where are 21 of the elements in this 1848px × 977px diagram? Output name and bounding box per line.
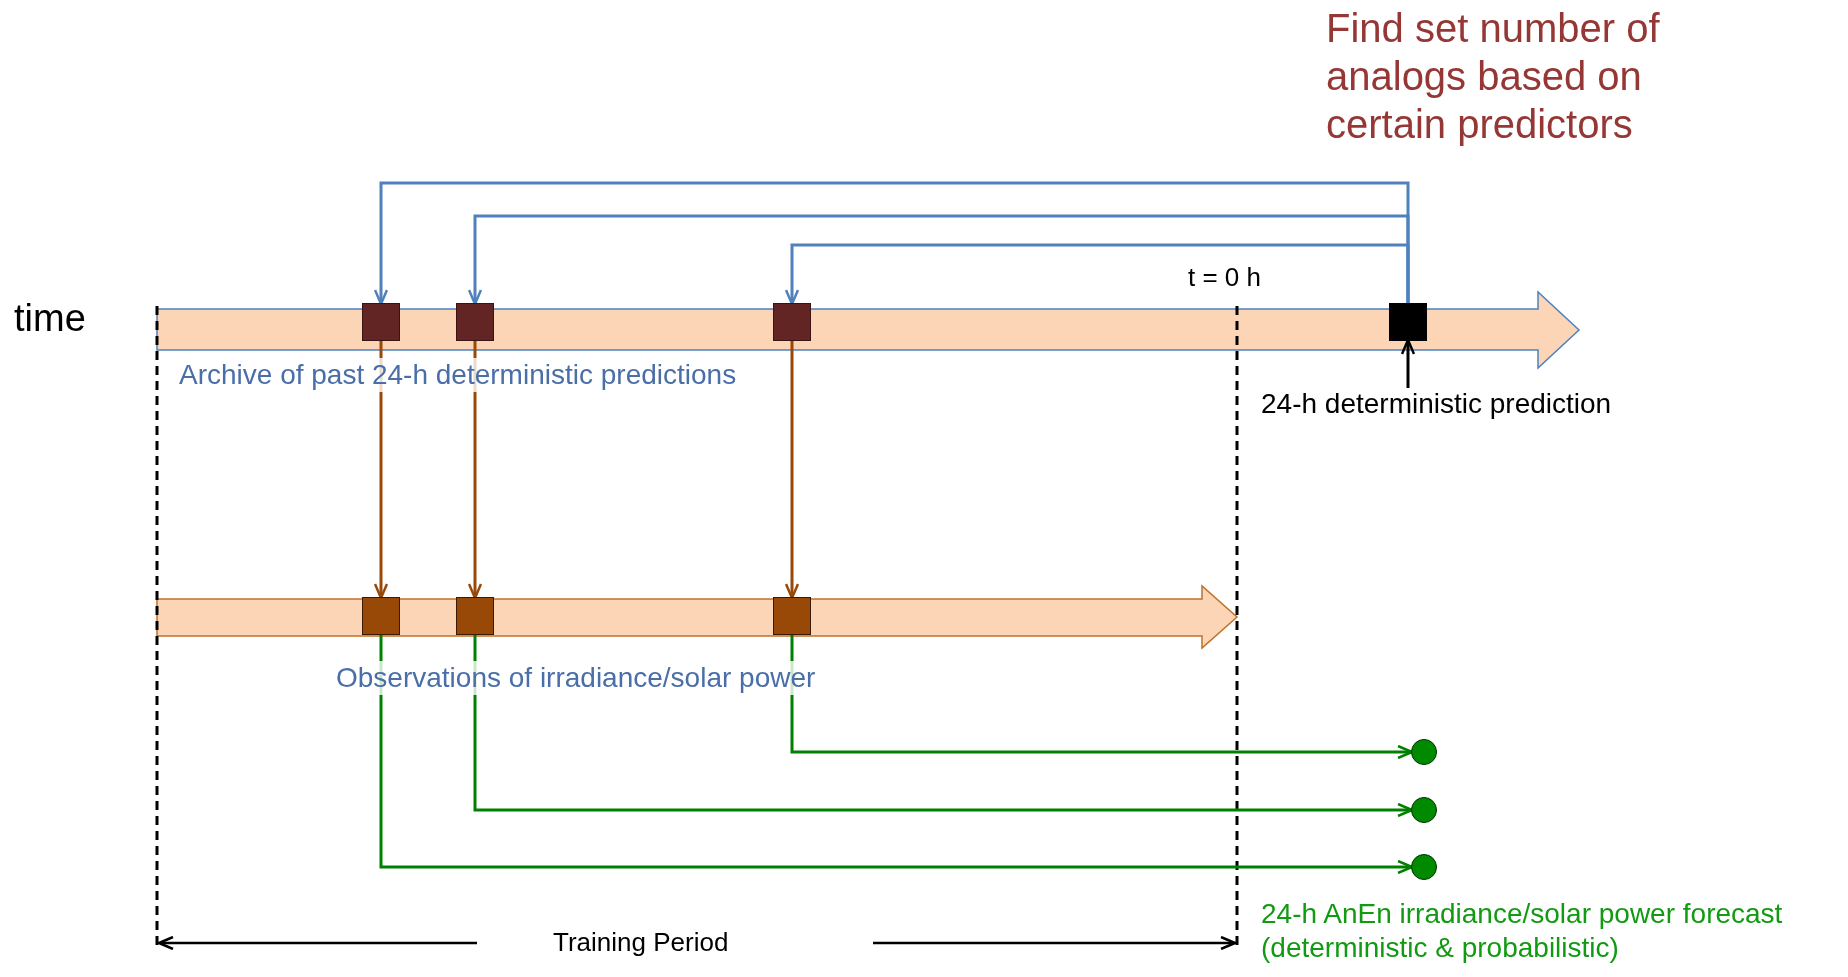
arrow [379, 635, 1414, 875]
square-marker [1389, 303, 1427, 341]
dot-marker [1411, 797, 1437, 823]
square-marker [456, 597, 494, 635]
observations-label: Observations of irradiance/solar power [336, 661, 816, 695]
time-marker-label: t = 0 h [1188, 262, 1261, 294]
dot-marker [1411, 739, 1437, 765]
square-marker [773, 597, 811, 635]
square-marker [362, 303, 400, 341]
arrow [473, 635, 1414, 818]
arrow [790, 635, 1414, 760]
archive-label: Archive of past 24-h deterministic predictions [179, 358, 737, 392]
axis-label: time [14, 296, 86, 341]
forecast-label: 24-h AnEn irradiance/solar power forecast (deterministic & probabilistic) [1261, 897, 1784, 965]
square-marker [773, 303, 811, 341]
square-marker [362, 597, 400, 635]
square-marker [456, 303, 494, 341]
prediction-label: 24-h deterministic prediction [1261, 388, 1612, 420]
period-label: Training Period [553, 927, 729, 959]
dot-marker [1411, 854, 1437, 880]
heading-note: Find set number of analogs based on certain predictors [1326, 5, 1661, 148]
